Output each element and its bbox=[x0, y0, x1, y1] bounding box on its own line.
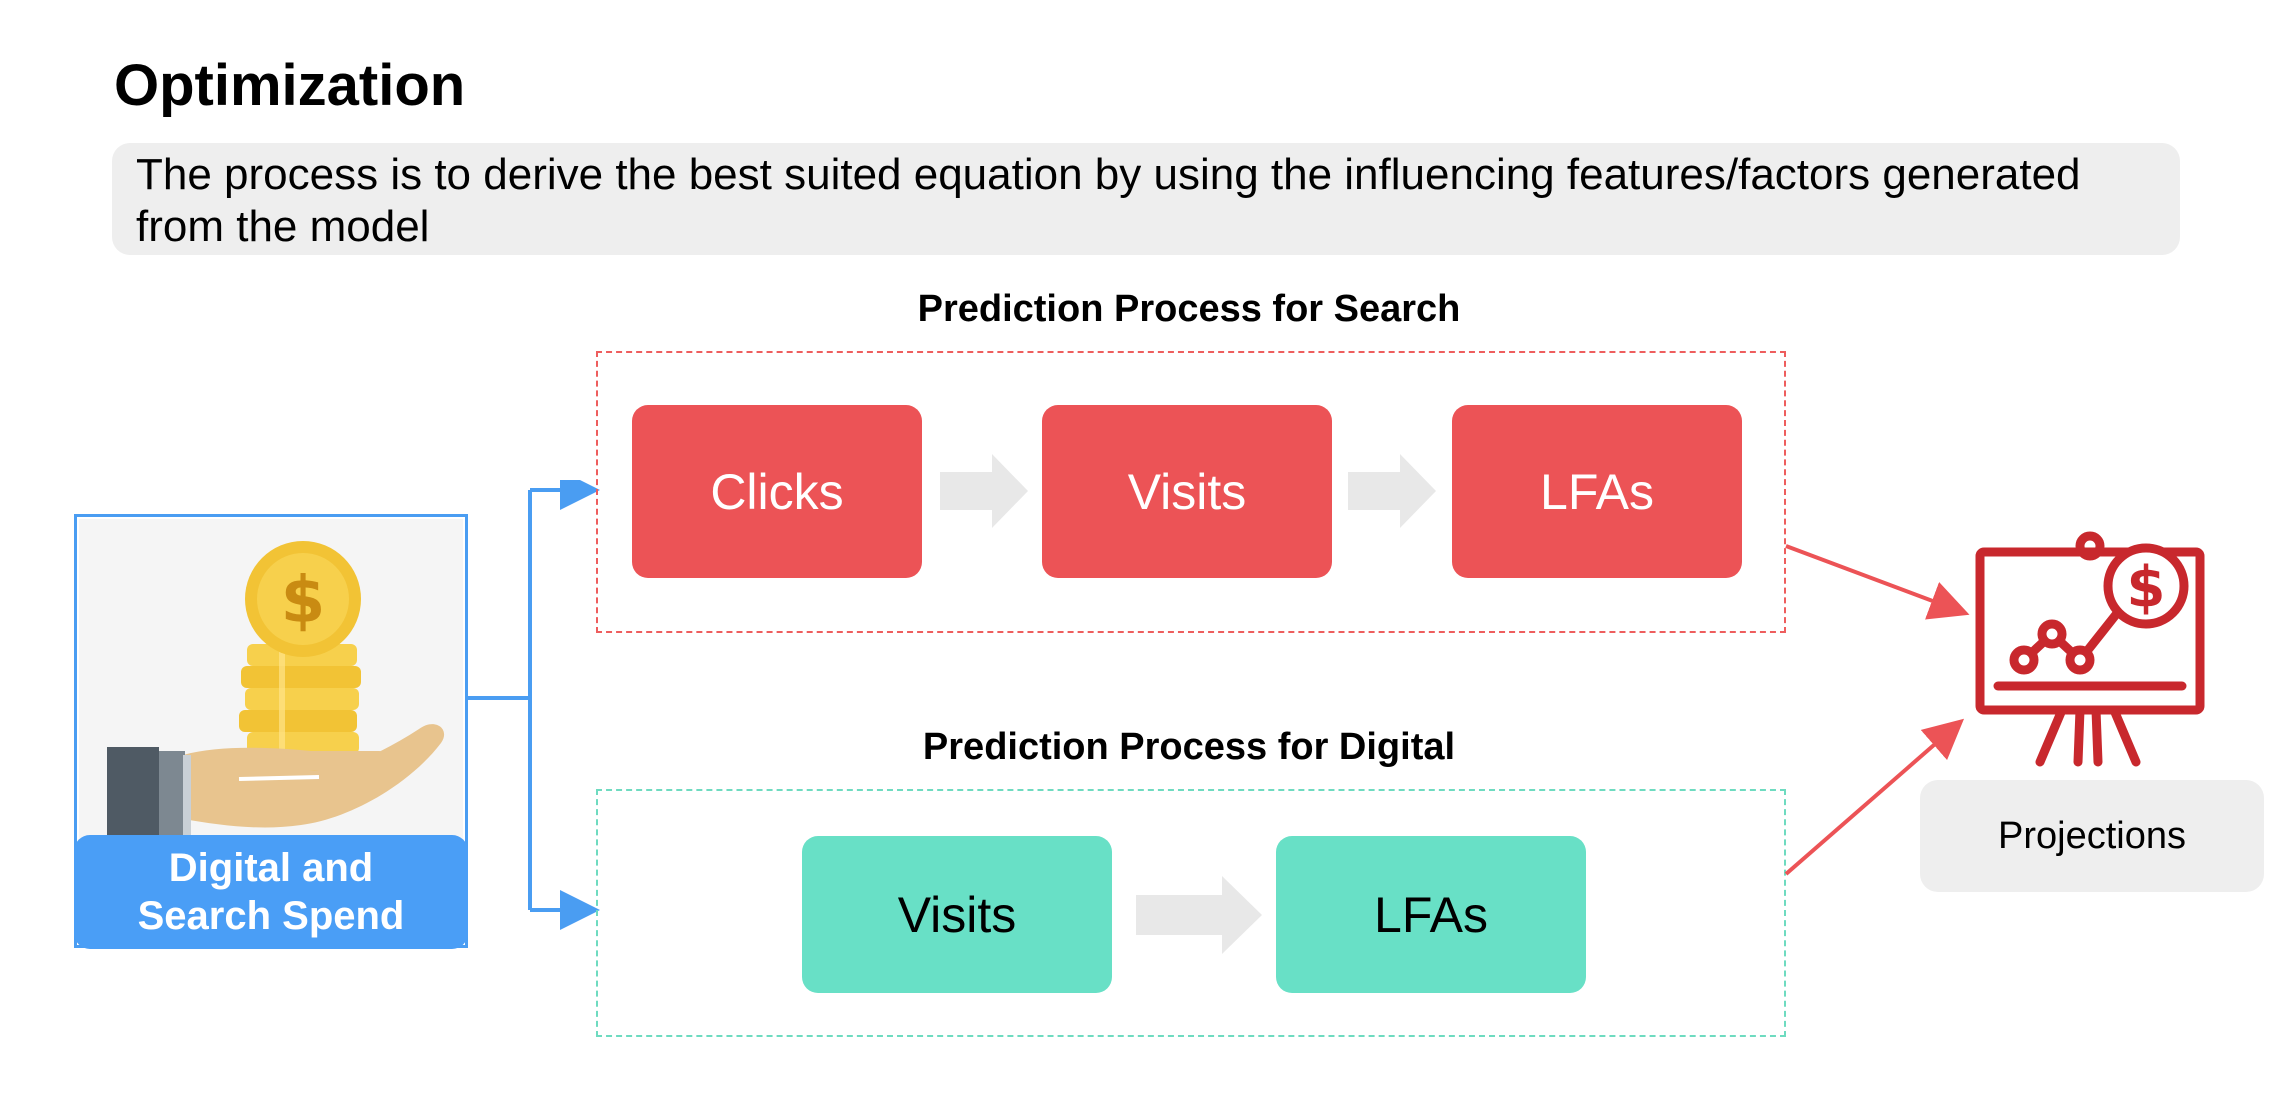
digital-step-lfas: LFAs bbox=[1276, 836, 1586, 993]
projections-label: Projections bbox=[1920, 780, 2264, 892]
spend-card: $ bbox=[74, 514, 468, 948]
svg-text:$: $ bbox=[281, 564, 326, 638]
page-title: Optimization bbox=[114, 53, 466, 118]
search-step-lfas: LFAs bbox=[1452, 405, 1742, 578]
digital-step-visits: Visits bbox=[802, 836, 1112, 993]
digital-process-label: Prediction Process for Digital bbox=[922, 726, 1456, 768]
search-step-clicks: Clicks bbox=[632, 405, 922, 578]
presentation-chart-dollar-icon: $ bbox=[1968, 530, 2208, 775]
step-arrow-icon bbox=[1348, 454, 1436, 528]
search-process-box bbox=[596, 351, 1786, 633]
description-text: The process is to derive the best suited… bbox=[136, 150, 2081, 251]
description-box: The process is to derive the best suited… bbox=[112, 143, 2180, 255]
search-process-label: Prediction Process for Search bbox=[917, 288, 1461, 330]
money-in-hand-icon: $ bbox=[79, 519, 463, 857]
svg-text:$: $ bbox=[2127, 555, 2166, 620]
step-arrow-icon bbox=[940, 454, 1028, 528]
branch-connector bbox=[468, 480, 600, 930]
digital-process-box bbox=[596, 789, 1786, 1037]
step-arrow-icon bbox=[1136, 876, 1262, 954]
projection-arrows bbox=[1784, 544, 1970, 876]
search-step-visits: Visits bbox=[1042, 405, 1332, 578]
spend-label: Digital and Search Spend bbox=[74, 835, 468, 949]
